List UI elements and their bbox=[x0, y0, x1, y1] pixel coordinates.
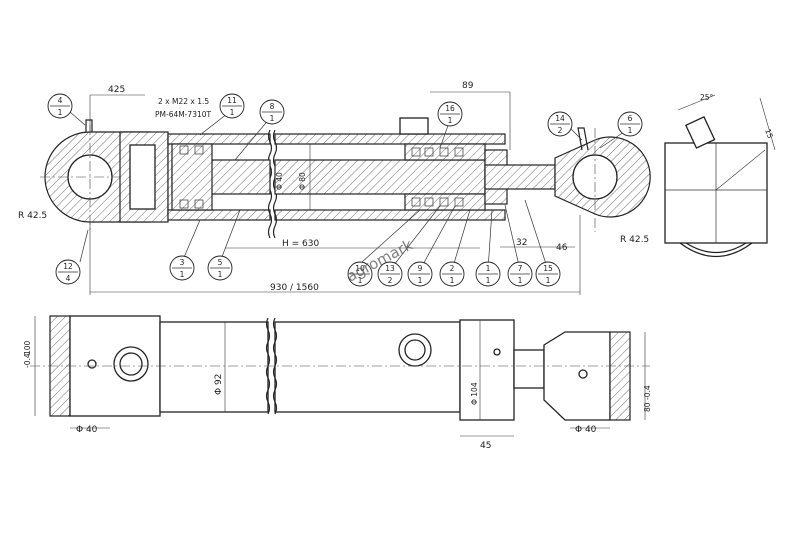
callout-quantity: 1 bbox=[58, 108, 63, 117]
callout-bubble: 81 bbox=[259, 99, 285, 125]
dim-425: 425 bbox=[108, 85, 125, 95]
callout-number: 1 bbox=[486, 264, 491, 273]
callout-bubble: 161 bbox=[437, 101, 463, 127]
dim-left-radius: R 42.5 bbox=[18, 211, 47, 221]
dim-stroke: H = 630 bbox=[282, 239, 319, 249]
callout-bubble: 71 bbox=[507, 261, 533, 287]
dim-dia40-right: Φ 40 bbox=[575, 425, 597, 435]
callout-number: 9 bbox=[418, 264, 423, 273]
dim-32: 32 bbox=[516, 238, 527, 248]
callout-bubble: 61 bbox=[617, 111, 643, 137]
dim-rod-dia: Φ 40 bbox=[275, 172, 284, 190]
section-view bbox=[40, 117, 651, 239]
callout-quantity: 1 bbox=[230, 108, 235, 117]
dim-80: 80 bbox=[643, 402, 652, 412]
callout-number: 6 bbox=[628, 114, 633, 123]
callout-quantity: 1 bbox=[358, 276, 363, 285]
callout-number: 3 bbox=[180, 258, 185, 267]
callout-bubble: 11 bbox=[475, 261, 501, 287]
dimension-labels: 425 2 x M22 x 1.5 PM-64M-7310T 89 Φ 40 Φ… bbox=[18, 81, 775, 451]
dim-length: 930 / 1560 bbox=[270, 283, 319, 293]
callout-quantity: 2 bbox=[558, 126, 563, 135]
callout-number: 11 bbox=[227, 96, 237, 105]
dim-bore-dia: Φ 80 bbox=[298, 172, 307, 190]
callout-number: 10 bbox=[355, 264, 365, 273]
callout-number: 12 bbox=[63, 262, 73, 271]
callout-bubble: 132 bbox=[377, 261, 403, 287]
callout-number: 14 bbox=[555, 114, 565, 123]
dim-100-sub: -0.4 bbox=[23, 353, 32, 368]
dim-89: 89 bbox=[462, 81, 474, 91]
dim-tube-dia: Φ 92 bbox=[214, 374, 224, 395]
callout-number: 4 bbox=[58, 96, 63, 105]
callout-quantity: 1 bbox=[546, 276, 551, 285]
callout-bubble: 51 bbox=[207, 255, 233, 281]
callout-bubble: 111 bbox=[219, 93, 245, 119]
dim-100: 100 bbox=[23, 340, 32, 355]
end-detail-view bbox=[664, 94, 776, 258]
dim-15: 15 bbox=[763, 128, 775, 140]
callout-quantity: 1 bbox=[218, 270, 223, 279]
dim-46: 46 bbox=[556, 243, 568, 253]
dimension-lines bbox=[34, 91, 646, 437]
callout-number: 8 bbox=[270, 102, 275, 111]
callout-quantity: 2 bbox=[388, 276, 393, 285]
callout-leaders bbox=[69, 109, 631, 271]
callout-number: 2 bbox=[450, 264, 455, 273]
callout-bubble: 124 bbox=[55, 259, 81, 285]
callout-quantity: 1 bbox=[486, 276, 491, 285]
callout-bubble: 91 bbox=[407, 261, 433, 287]
callout-bubble: 21 bbox=[439, 261, 465, 287]
exterior-view bbox=[30, 315, 650, 421]
dim-dia40-left: Φ 40 bbox=[76, 425, 98, 435]
dim-45: 45 bbox=[480, 441, 491, 451]
dim-80-sub: -0.4 bbox=[643, 385, 652, 400]
dim-port-spec: PM-64M-7310T bbox=[155, 110, 212, 119]
callout-bubble: 151 bbox=[535, 261, 561, 287]
callout-quantity: 4 bbox=[66, 274, 71, 283]
callout-quantity: 1 bbox=[628, 126, 633, 135]
dim-flange-dia: Φ 104 bbox=[470, 382, 479, 405]
callout-number: 15 bbox=[543, 264, 553, 273]
dim-port-thread: 2 x M22 x 1.5 bbox=[158, 97, 209, 106]
dim-right-radius: R 42.5 bbox=[620, 235, 649, 245]
callout-quantity: 1 bbox=[270, 114, 275, 123]
callout-bubble: 41 bbox=[47, 93, 73, 119]
callout-quantity: 1 bbox=[518, 276, 523, 285]
callout-number: 16 bbox=[445, 104, 455, 113]
callout-number: 7 bbox=[518, 264, 523, 273]
callout-quantity: 1 bbox=[180, 270, 185, 279]
callout-number: 5 bbox=[218, 258, 223, 267]
callout-bubble: 142 bbox=[547, 111, 573, 137]
callout-quantity: 1 bbox=[418, 276, 423, 285]
callout-bubble: 31 bbox=[169, 255, 195, 281]
callout-bubble: 101 bbox=[347, 261, 373, 287]
dim-angle: 25° bbox=[700, 93, 714, 102]
callout-quantity: 1 bbox=[450, 276, 455, 285]
callout-quantity: 1 bbox=[448, 116, 453, 125]
callout-number: 13 bbox=[385, 264, 395, 273]
